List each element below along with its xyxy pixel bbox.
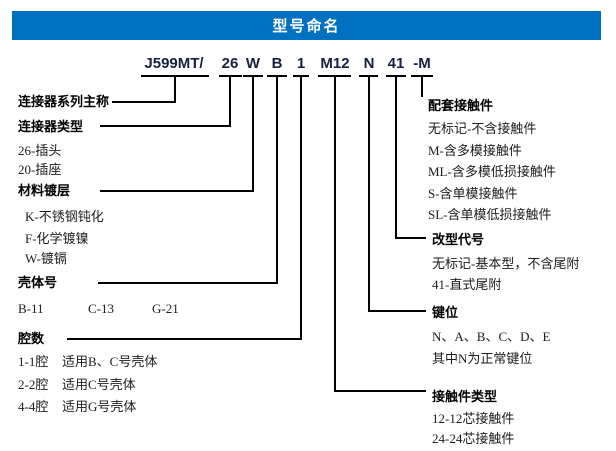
item-cavity-2-desc: 适用C号壳体 [62,377,136,392]
item-socket: 20-插座 [18,162,62,177]
connector-line [100,125,231,127]
code-key-position: N [363,55,375,72]
item-cavity-2-code: 2-2腔 [18,377,49,392]
item-plating-k: K-不锈钢钝化 [25,209,104,224]
section-title-cavity-count: 腔数 [18,331,45,346]
connector-line [369,310,426,312]
item-key-normal-note: 其中N为正常键位 [432,351,533,366]
page-title: 型号命名 [272,18,341,35]
connector-line [67,338,302,340]
code-connector-type: 26 [221,55,239,72]
item-plug: 26-插头 [18,143,62,158]
connector-line [421,75,423,97]
section-title-matching-contacts: 配套接触件 [428,98,494,113]
code-contact-type: M12 [320,55,350,72]
item-ml-contacts: ML-含多模低损接触件 [428,164,556,179]
item-basic-type: 无标记-基本型，不含尾附 [432,256,580,271]
connector-line [252,75,254,192]
section-title-contact-type: 接触件类型 [432,389,498,404]
item-cavity-1-code: 1-1腔 [18,354,49,369]
connector-line [276,75,278,284]
item-m-contacts: M-含多模接触件 [428,143,522,158]
item-12-core: 12-12芯接触件 [432,411,515,426]
header-bar: 型号命名 [12,11,601,40]
section-title-plating: 材料镀层 [18,183,71,198]
code-plating: W [245,55,261,72]
connector-line [112,101,176,103]
code-cavity: 1 [296,55,306,72]
item-sl-contacts: SL-含单模低损接触件 [428,207,552,222]
connector-line [334,75,336,392]
item-straight-tail: 41-直式尾附 [432,277,502,292]
item-24-core: 24-24芯接触件 [432,431,515,446]
item-shell-b: B-11 [18,301,44,316]
section-title-series-name: 连接器系列主称 [18,94,110,109]
section-title-modification-code: 改型代号 [432,232,485,247]
code-matching-contact: -M [413,55,431,72]
connector-line [368,75,370,312]
item-cavity-1-desc: 适用B、C号壳体 [62,354,158,369]
item-no-mark-contacts: 无标记-不含接触件 [428,121,537,136]
item-cavity-4-code: 4-4腔 [18,399,49,414]
connector-line [300,75,302,340]
connector-line [335,390,426,392]
connector-line [396,237,426,239]
item-shell-c: C-13 [88,301,114,316]
connector-line [395,75,397,239]
code-shell: B [271,55,283,72]
code-series: J599MT/ [144,55,204,72]
section-title-shell-number: 壳体号 [18,275,58,290]
item-s-contacts: S-含单模接触件 [428,186,518,201]
item-cavity-4-desc: 适用G号壳体 [62,399,137,414]
section-title-key-position: 键位 [432,305,459,320]
connector-line [174,75,176,103]
connector-line [229,75,231,127]
item-key-letters: N、A、B、C、D、E [432,329,551,344]
connector-line [98,282,278,284]
item-shell-g: G-21 [152,301,179,316]
code-modification: 41 [387,55,405,72]
section-title-connector-type: 连接器类型 [18,119,84,134]
item-plating-f: F-化学镀镍 [25,231,89,246]
item-plating-w: W-镀镉 [25,251,67,266]
connector-line [100,190,254,192]
